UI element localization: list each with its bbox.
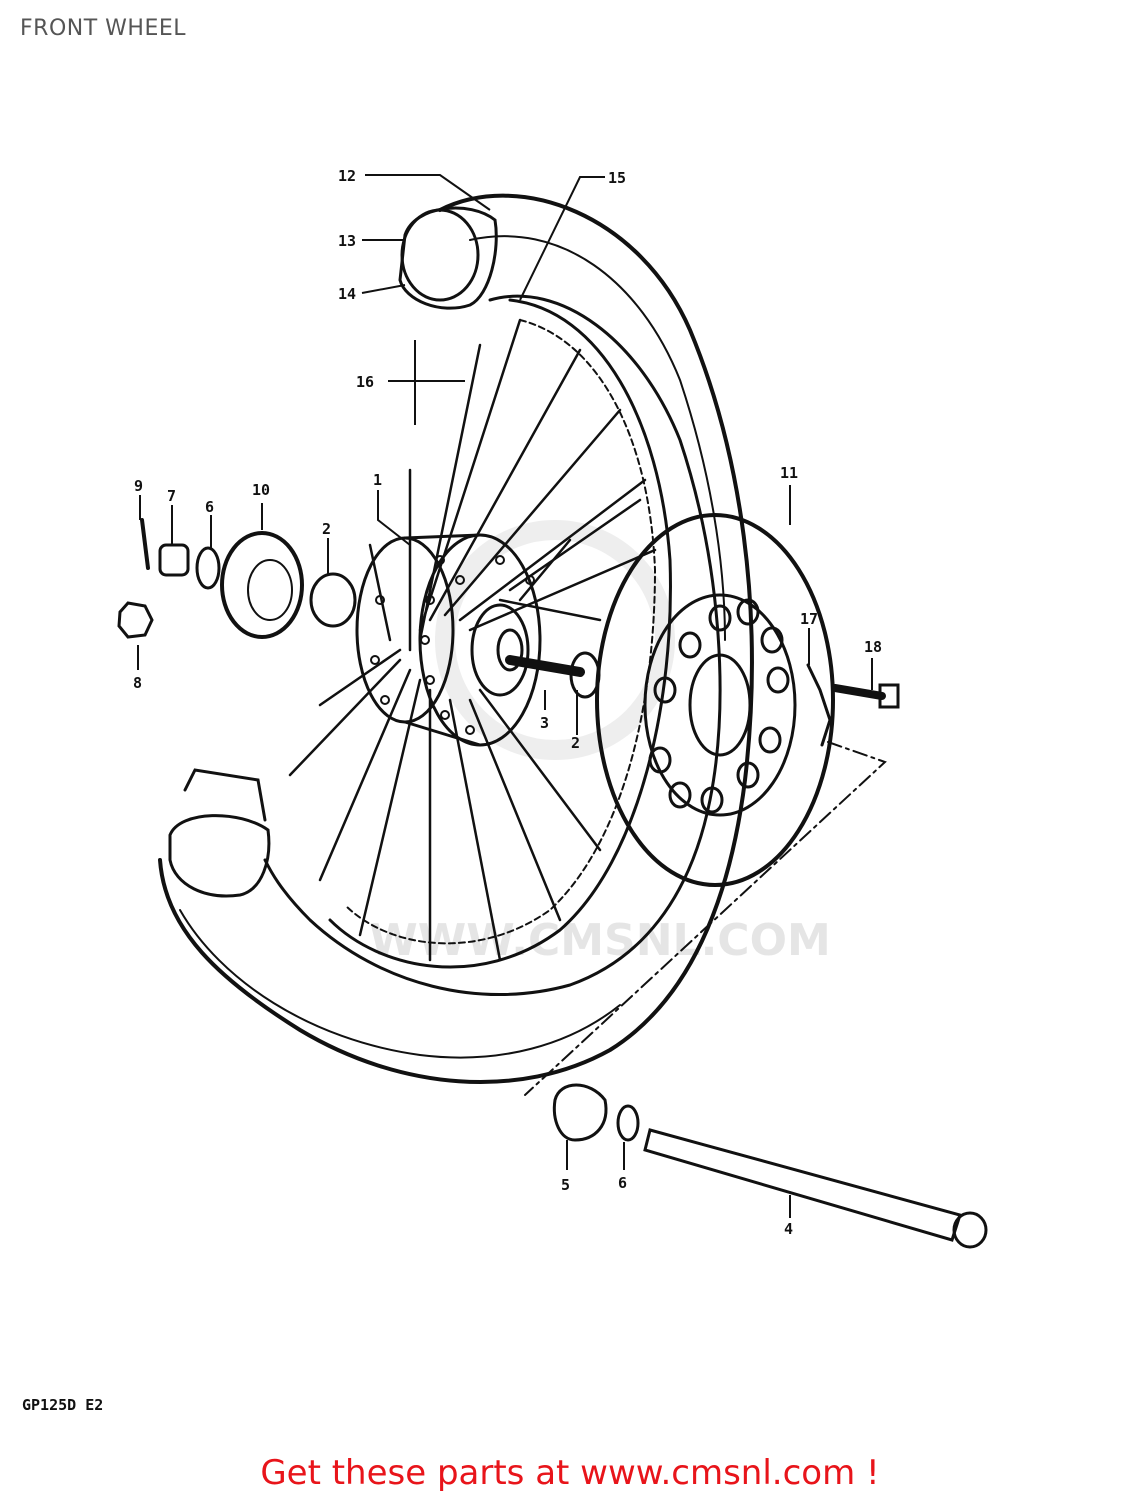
hub-center bbox=[470, 603, 530, 697]
label-13: 17 bbox=[800, 610, 818, 628]
label-6-bottom: 6 bbox=[618, 1174, 627, 1192]
axle-spacer-5 bbox=[552, 1083, 608, 1142]
watermark-text: WWW.CMSNL.COM bbox=[369, 915, 831, 966]
label-12: 18 bbox=[864, 638, 882, 656]
disc-bolt-head bbox=[878, 683, 900, 709]
cta-link[interactable]: Get these parts at www.cmsnl.com ! bbox=[260, 1453, 880, 1493]
tire-section-bottom bbox=[168, 814, 271, 898]
lock-washer bbox=[806, 663, 832, 747]
label-18: 16 bbox=[356, 373, 374, 391]
disc-holes bbox=[648, 598, 790, 814]
label-2-right: 2 bbox=[571, 734, 580, 752]
parts-diagram: WWW.CMSNL.COM bbox=[117, 167, 988, 1249]
brake-panel-10 bbox=[220, 531, 304, 639]
model-code: GP125D E2 bbox=[22, 1396, 104, 1414]
label-6-left: 6 bbox=[205, 498, 214, 516]
cta-banner: Get these parts at www.cmsnl.com ! bbox=[0, 1453, 1140, 1493]
axle-stub bbox=[505, 655, 585, 677]
label-2-left: 2 bbox=[322, 520, 331, 538]
bearing-2-left bbox=[309, 572, 357, 628]
tire-section-top-face bbox=[400, 208, 480, 302]
label-3: 3 bbox=[540, 714, 549, 732]
label-4: 4 bbox=[784, 1220, 793, 1238]
tire-inner bbox=[263, 294, 722, 996]
label-5: 5 bbox=[561, 1176, 570, 1194]
label-10: 10 bbox=[252, 481, 270, 499]
watermark-logo bbox=[435, 520, 675, 760]
watermark: WWW.CMSNL.COM bbox=[369, 520, 831, 966]
label-17: 15 bbox=[608, 169, 626, 187]
label-15: 13 bbox=[338, 232, 356, 250]
label-1: 1 bbox=[373, 471, 382, 489]
nut-8 bbox=[117, 601, 154, 639]
brake-disc-bore bbox=[688, 653, 752, 757]
label-9: 9 bbox=[134, 477, 143, 495]
leader-lines bbox=[137, 174, 873, 1218]
hub-holes bbox=[370, 555, 535, 735]
spokes bbox=[288, 318, 657, 962]
washer-6-bottom bbox=[616, 1104, 640, 1142]
page-title: FRONT WHEEL bbox=[20, 16, 186, 41]
hub-bore bbox=[496, 628, 524, 672]
brake-disc bbox=[595, 513, 835, 887]
brake-panel-10-inner bbox=[247, 559, 293, 621]
axle-4-head bbox=[952, 1211, 988, 1249]
label-8: 8 bbox=[133, 674, 142, 692]
disc-bolt bbox=[831, 684, 886, 700]
label-16: 14 bbox=[338, 285, 356, 303]
tire-cut-edge bbox=[183, 768, 267, 822]
tire-outer bbox=[158, 193, 754, 1084]
rim-inner bbox=[344, 319, 657, 945]
axle-nut-7 bbox=[158, 543, 190, 577]
label-14: 12 bbox=[338, 167, 356, 185]
hub-body bbox=[403, 533, 482, 747]
tire-tread-line bbox=[179, 909, 621, 1059]
brake-disc-inner bbox=[643, 593, 797, 817]
label-7: 7 bbox=[167, 487, 176, 505]
washer-6-left bbox=[195, 546, 221, 590]
label-11: 11 bbox=[780, 464, 798, 482]
axle-4 bbox=[643, 1128, 962, 1242]
rim-outer bbox=[328, 298, 672, 969]
spoke-nipple bbox=[140, 518, 150, 570]
assembly-line bbox=[524, 741, 887, 1096]
